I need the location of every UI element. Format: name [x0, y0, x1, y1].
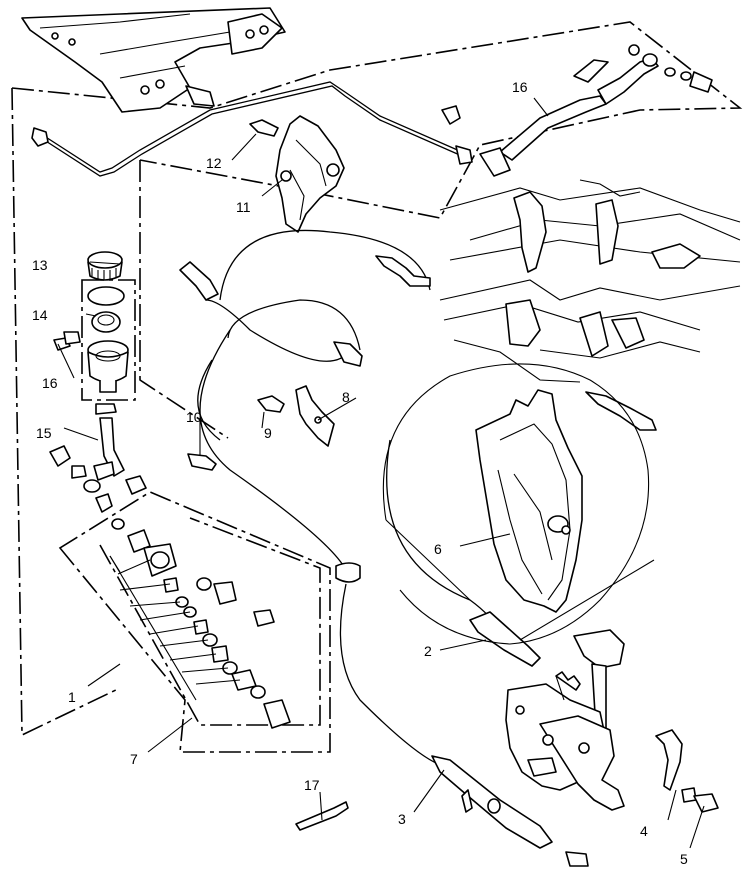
frame-bracket: [21, 7, 286, 113]
callout-14: 14: [32, 307, 48, 323]
brake-pedal-6: [475, 389, 583, 613]
inset-leaders: [385, 519, 655, 641]
bolt-14: [63, 331, 81, 345]
pedal-link-4: [655, 729, 683, 791]
reservoir-cap: [87, 251, 123, 281]
brake-pipe: [37, 81, 463, 177]
cable-end-fitting-mid: [333, 341, 363, 367]
callout-10: 10: [186, 409, 202, 425]
chassis-frame: [439, 179, 741, 383]
hose-clamp-upper: [95, 403, 117, 415]
callout-3: 3: [398, 811, 406, 827]
washer-4: [681, 787, 697, 803]
callout-16-upper: 16: [512, 79, 528, 95]
callout-9: 9: [264, 425, 272, 441]
brake-hose-upper: [441, 44, 713, 177]
bolt-10: [187, 453, 217, 471]
callout-8: 8: [342, 389, 350, 405]
pipe-fitting-left: [31, 127, 49, 147]
inset-circle: [382, 363, 650, 645]
cable-end-fitting-upper: [375, 255, 431, 287]
callout-1: 1: [68, 689, 76, 705]
bolt-5: [693, 793, 719, 813]
bolt-9: [257, 395, 285, 413]
clip-8: [295, 385, 335, 447]
cable-clip-bracket: [179, 261, 219, 301]
callout-4: 4: [640, 823, 648, 839]
callout-16-lower: 16: [42, 375, 58, 391]
outer-boundary-outline: [11, 21, 743, 737]
brake-pedal-assembly: [505, 629, 625, 811]
clevis-pin: [565, 851, 589, 867]
callout-12: 12: [206, 155, 222, 171]
callout-15: 15: [36, 425, 52, 441]
callout-2: 2: [424, 643, 432, 659]
cotter-pin: [461, 789, 473, 813]
leader-fan-spine: [109, 555, 197, 701]
lock-nut: [487, 798, 501, 814]
leader-lines: [57, 97, 705, 849]
pipe-fitting-right: [455, 145, 473, 165]
reservoir-hose: [99, 417, 125, 477]
callout-11: 11: [236, 199, 251, 215]
callout-7: 7: [130, 751, 138, 767]
inner-kit-outline: [99, 517, 321, 726]
master-cylinder-group-outline: [58, 491, 331, 753]
callout-13: 13: [32, 257, 48, 273]
callout-17: 17: [304, 777, 320, 793]
cable-adjuster-2: [469, 611, 541, 667]
bolt-12: [249, 119, 279, 137]
return-spring: [555, 671, 581, 691]
reservoir-body: [87, 340, 129, 393]
callout-5: 5: [680, 851, 688, 867]
pedal-area-outline: [139, 160, 229, 439]
grommet: [335, 562, 361, 583]
master-cylinder-parts: [127, 529, 291, 729]
callout-6: 6: [434, 541, 442, 557]
pedal-bracket: [275, 115, 345, 233]
hose-clamp-lower: [93, 461, 115, 481]
diaphragm-plate: [87, 286, 125, 306]
throttle-end-fitting: [585, 391, 657, 431]
reservoir-group-outline: [81, 279, 136, 401]
union-bolt: [49, 445, 71, 467]
